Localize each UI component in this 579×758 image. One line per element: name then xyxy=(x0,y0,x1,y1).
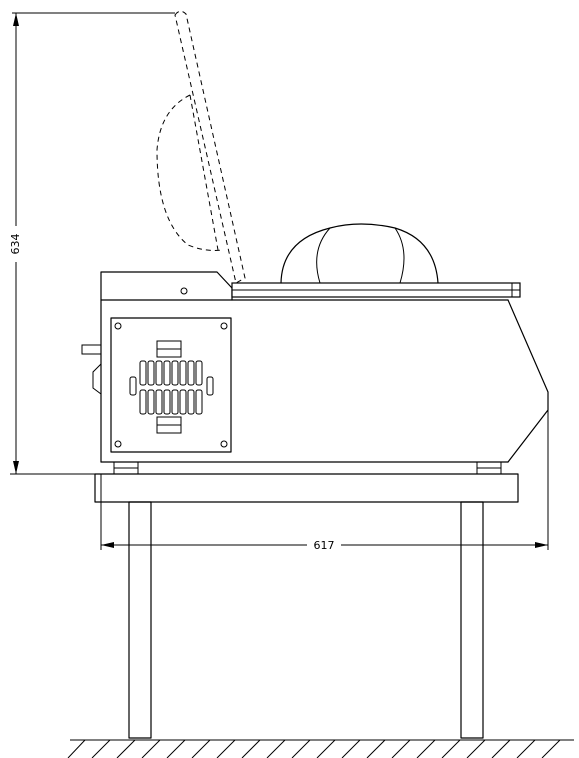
width-dimension: 617 xyxy=(100,410,549,552)
machine-feet xyxy=(113,461,502,475)
height-dimension: 634 xyxy=(9,12,175,475)
vent-slots-upper xyxy=(139,360,203,386)
chamber-top xyxy=(231,223,521,298)
open-lid-dashed xyxy=(156,10,246,284)
height-dimension-label: 634 xyxy=(9,234,22,255)
vent-slots-lower xyxy=(139,389,203,415)
table xyxy=(94,473,519,739)
side-panel xyxy=(110,317,232,453)
width-dimension-label: 617 xyxy=(314,539,335,552)
machine-body xyxy=(81,271,549,463)
rear-connector xyxy=(81,344,102,355)
ground-hatching xyxy=(67,739,574,758)
indicator-light-icon xyxy=(180,287,188,295)
